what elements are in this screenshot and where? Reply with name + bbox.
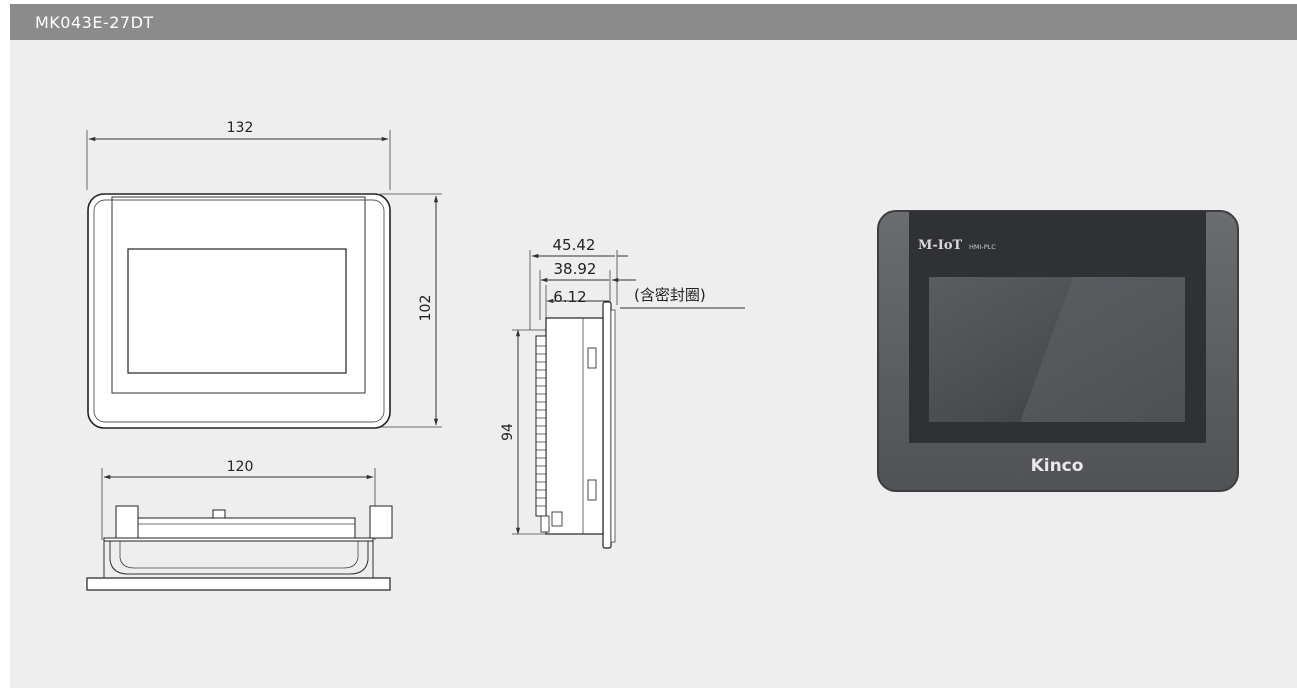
title-bar: MK043E-27DT (10, 4, 1297, 40)
model-title: MK043E-27DT (35, 13, 154, 32)
depth-panel-dim: 6.12 (553, 288, 586, 306)
device-logo-sub: HMI-PLC (969, 243, 996, 251)
front-width-dim: 132 (227, 120, 254, 136)
depth-body-dim: 38.92 (554, 260, 597, 278)
device-logo-text: M-IoT (918, 238, 963, 253)
bottom-width-dim: 120 (227, 459, 254, 475)
bottom-view: 120 (86, 459, 393, 591)
seal-note: (含密封圈) (634, 286, 706, 304)
side-view: 45.42 38.92 6.12 (含密封圈) 94 (500, 236, 745, 549)
product-photo: M-IoT HMI-PLC Kinco (877, 210, 1239, 492)
front-screen-outline (127, 248, 347, 374)
front-view: 132 102 (86, 120, 442, 429)
depth-total-dim: 45.42 (553, 236, 596, 254)
front-height-dim: 102 (418, 295, 434, 322)
terminal-pins (536, 345, 546, 507)
device-brand: Kinco (1031, 456, 1084, 476)
side-height-dim: 94 (500, 423, 516, 441)
